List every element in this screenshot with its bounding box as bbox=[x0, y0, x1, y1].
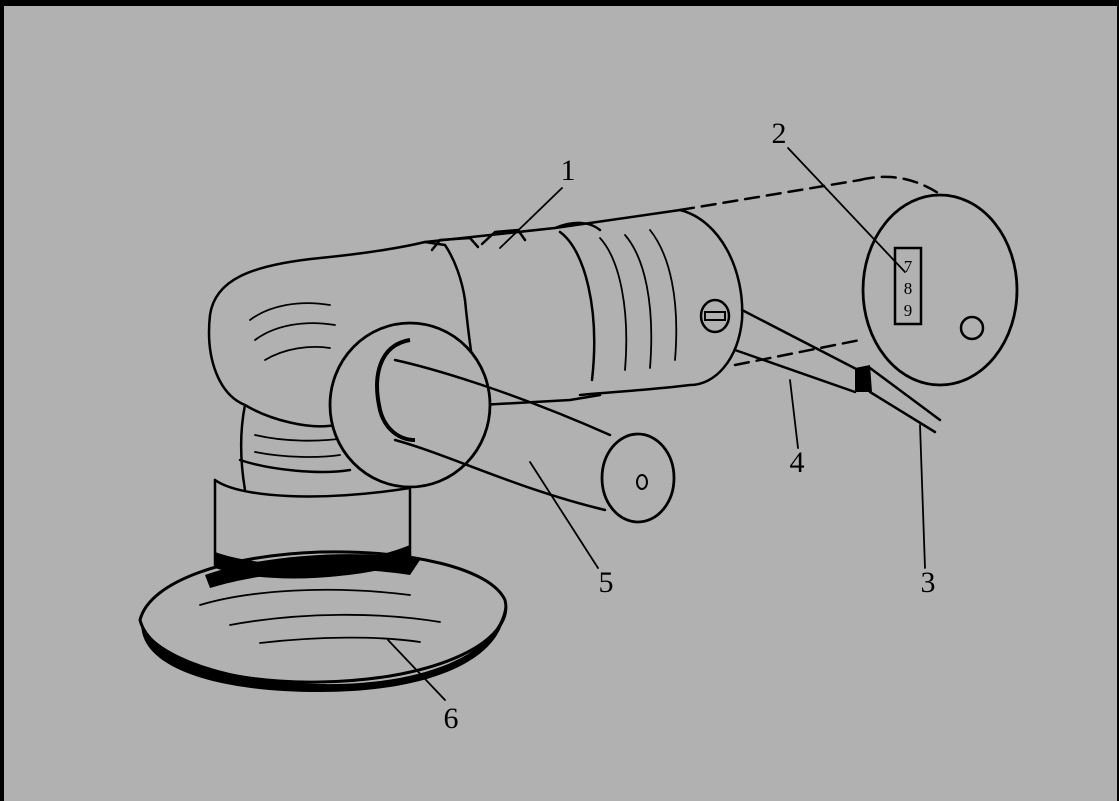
pad-collar bbox=[213, 478, 412, 579]
callout-6: 6 bbox=[444, 702, 459, 735]
speed-dial-mark-8: 8 bbox=[904, 279, 913, 298]
hoses bbox=[733, 308, 942, 434]
callout-5: 5 bbox=[599, 566, 614, 599]
rear-cap: 7 8 9 bbox=[861, 193, 1019, 387]
air-inlet-icon bbox=[959, 315, 985, 341]
speed-dial-mark-9: 9 bbox=[904, 301, 913, 320]
side-handle bbox=[328, 321, 676, 524]
speed-dial-mark-7: 7 bbox=[904, 257, 913, 276]
callout-3: 3 bbox=[921, 566, 936, 599]
leader-lines bbox=[387, 147, 926, 701]
speed-dial-window bbox=[893, 246, 923, 326]
callout-4: 4 bbox=[790, 446, 805, 479]
callout-2: 2 bbox=[772, 117, 787, 150]
callout-1: 1 bbox=[561, 154, 576, 187]
gear-head bbox=[207, 240, 467, 492]
